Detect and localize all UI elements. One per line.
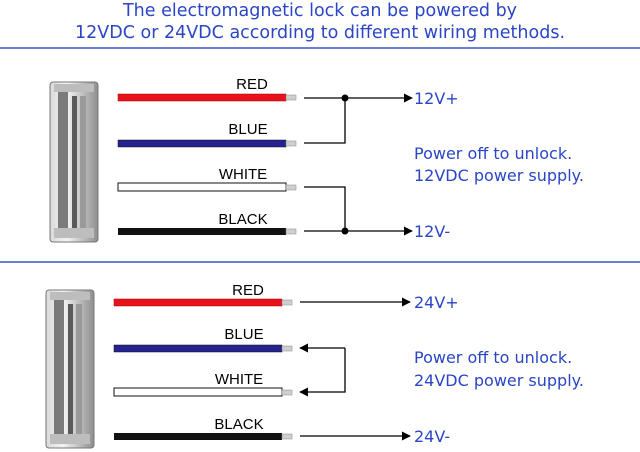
terminal-12v-pos: 12V+ [414, 89, 459, 108]
connections-24v [299, 297, 411, 441]
connections-12v [304, 93, 413, 236]
note-12v-line-1: Power off to unlock. [414, 144, 572, 163]
terminal-24v-neg: 24V- [414, 427, 450, 446]
section-12v: RED BLUE WHITE BLACK 12V+ 12V- Pow [49, 76, 584, 243]
header-line-2: 12VDC or 24VDC according to different wi… [74, 23, 566, 43]
wire-blue: BLUE [113, 326, 293, 353]
note-24v-line-2: 24VDC power supply. [414, 371, 584, 390]
note-12v-line-2: 12VDC power supply. [414, 166, 584, 185]
wire-label-black: BLACK [218, 211, 267, 228]
section-24v: RED BLUE WHITE BLACK 24V+ 24V- Power off… [45, 282, 584, 449]
wire-red: RED [113, 282, 293, 307]
wire-label-black: BLACK [214, 416, 263, 433]
terminal-12v-neg: 12V- [414, 222, 450, 241]
wire-label-blue: BLUE [228, 121, 267, 138]
wire-black: BLACK [114, 416, 293, 440]
wire-white: WHITE [117, 166, 297, 192]
wire-label-white: WHITE [219, 166, 267, 183]
wire-label-red: RED [236, 76, 268, 93]
wire-blue: BLUE [117, 121, 297, 148]
maglock-icon [49, 81, 99, 243]
wire-red: RED [117, 76, 297, 102]
header: The electromagnetic lock can be powered … [0, 0, 640, 44]
wire-label-white: WHITE [215, 371, 263, 388]
note-24v-line-1: Power off to unlock. [414, 348, 572, 367]
terminal-24v-pos: 24V+ [414, 293, 459, 312]
wire-label-red: RED [232, 282, 264, 299]
wire-label-blue: BLUE [224, 326, 263, 343]
header-line-1: The electromagnetic lock can be powered … [122, 1, 518, 21]
maglock-icon [45, 289, 95, 449]
wire-white: WHITE [113, 371, 293, 397]
wire-black: BLACK [118, 211, 297, 235]
